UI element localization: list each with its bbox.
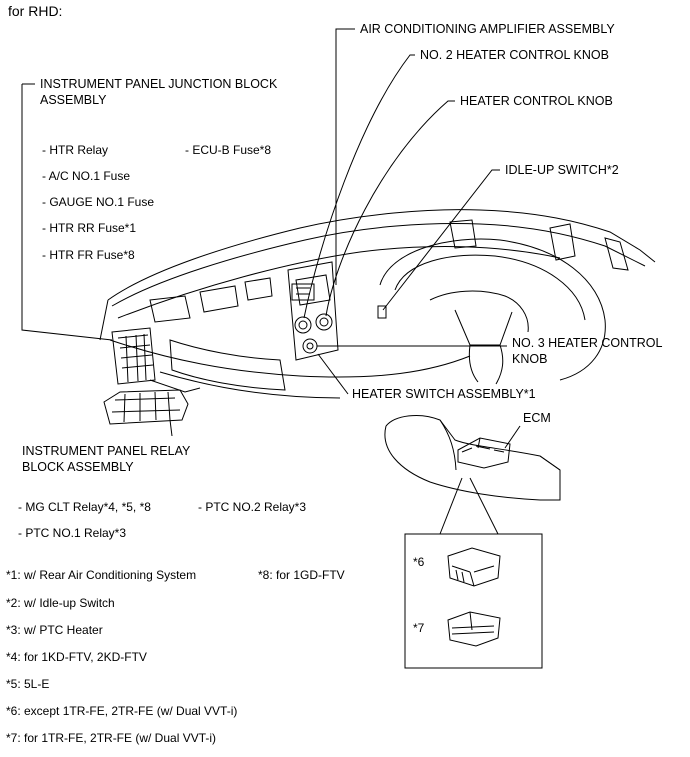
ac-amplifier-label: AIR CONDITIONING AMPLIFIER ASSEMBLY: [360, 22, 615, 36]
footnote-4: *4: for 1KD-FTV, 2KD-FTV: [6, 650, 147, 664]
ecm-detail-box: [405, 534, 542, 668]
ecm-shape: [458, 438, 510, 468]
ac-no1-fuse-item: - A/C NO.1 Fuse: [42, 169, 131, 183]
relay-block-label-line2: BLOCK ASSEMBLY: [22, 460, 134, 474]
mg-clt-relay-item: - MG CLT Relay*4, *5, *8: [18, 500, 151, 514]
htr-rr-fuse-item: - HTR RR Fuse*1: [42, 221, 137, 235]
footnote-1: *1: w/ Rear Air Conditioning System: [6, 568, 197, 582]
no3-heater-knob-label-line1: NO. 3 HEATER CONTROL: [512, 336, 663, 350]
ecm-seat-outline: [386, 415, 560, 470]
ecm-variant-6-shape: [448, 548, 500, 586]
no3-heater-knob-label-line2: KNOB: [512, 352, 548, 366]
ecu-b-fuse-item: - ECU-B Fuse*8: [185, 143, 272, 157]
footnote-6: *6: except 1TR-FE, 2TR-FE (w/ Dual VVT-i…: [6, 704, 238, 718]
footnote-3: *3: w/ PTC Heater: [6, 623, 103, 637]
dashboard-outline: [108, 210, 655, 300]
gauge-no1-fuse-item: - GAUGE NO.1 Fuse: [42, 195, 155, 209]
heater-knob-label: HEATER CONTROL KNOB: [460, 94, 613, 108]
no3-knob-shape: [303, 339, 317, 353]
relay-block-shape: [104, 390, 188, 424]
footnote-7: *7: for 1TR-FE, 2TR-FE (w/ Dual VVT-i): [6, 731, 217, 745]
ecm-variant-7-shape: [448, 612, 500, 646]
relay-block-label-line1: INSTRUMENT PANEL RELAY: [22, 444, 191, 458]
ptc-no2-relay-item: - PTC NO.2 Relay*3: [198, 500, 307, 514]
idle-up-switch-label: IDLE-UP SWITCH*2: [505, 163, 619, 177]
heater-switch-label: HEATER SWITCH ASSEMBLY*1: [352, 387, 536, 401]
ecm-label: ECM: [523, 411, 551, 425]
htr-fr-fuse-item: - HTR FR Fuse*8: [42, 248, 135, 262]
footnote-2: *2: w/ Idle-up Switch: [6, 596, 115, 610]
htr-relay-item: - HTR Relay: [42, 143, 109, 157]
no2-knob-shape: [295, 317, 311, 333]
ac-amplifier-shape: [292, 284, 314, 300]
ecm-variant-7-label: *7: [413, 621, 425, 635]
steering-wheel: [380, 239, 605, 380]
ptc-no1-relay-item: - PTC NO.1 Relay*3: [18, 526, 127, 540]
footnote-8: *8: for 1GD-FTV: [258, 568, 345, 582]
junction-block-shape: [112, 328, 155, 384]
heater-knob-shape: [316, 314, 332, 330]
junction-block-label-line1: INSTRUMENT PANEL JUNCTION BLOCK: [40, 77, 278, 91]
junction-block-label-line2: ASSEMBLY: [40, 93, 107, 107]
footnote-5: *5: 5L-E: [6, 677, 50, 691]
page-title: for RHD:: [8, 3, 63, 19]
idle-up-switch-shape: [378, 306, 386, 318]
ecm-variant-6-label: *6: [413, 555, 425, 569]
no2-heater-knob-label: NO. 2 HEATER CONTROL KNOB: [420, 48, 609, 62]
